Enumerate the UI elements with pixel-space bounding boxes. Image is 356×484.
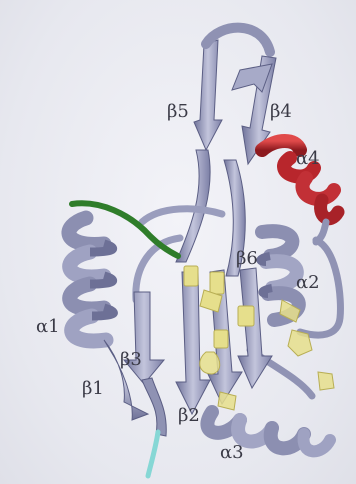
helix-alpha1 [69,218,113,341]
label-alpha3: α3 [220,444,244,462]
label-alpha4: α4 [296,150,320,168]
label-alpha1: α1 [36,318,60,336]
label-beta4: β4 [270,103,292,121]
label-beta2: β2 [178,407,200,425]
loop-left-arc [136,238,180,300]
label-alpha2: α2 [296,274,320,292]
label-beta6: β6 [236,250,258,268]
label-beta5: β5 [167,103,189,121]
strand-beta3 [124,292,164,384]
terminus-cyan [148,432,158,476]
strand-beta3-lower [142,378,166,436]
label-beta1: β1 [82,380,104,398]
strand-beta5 [194,40,222,150]
label-beta3: β3 [120,351,142,369]
loop-upper-left [142,209,222,222]
